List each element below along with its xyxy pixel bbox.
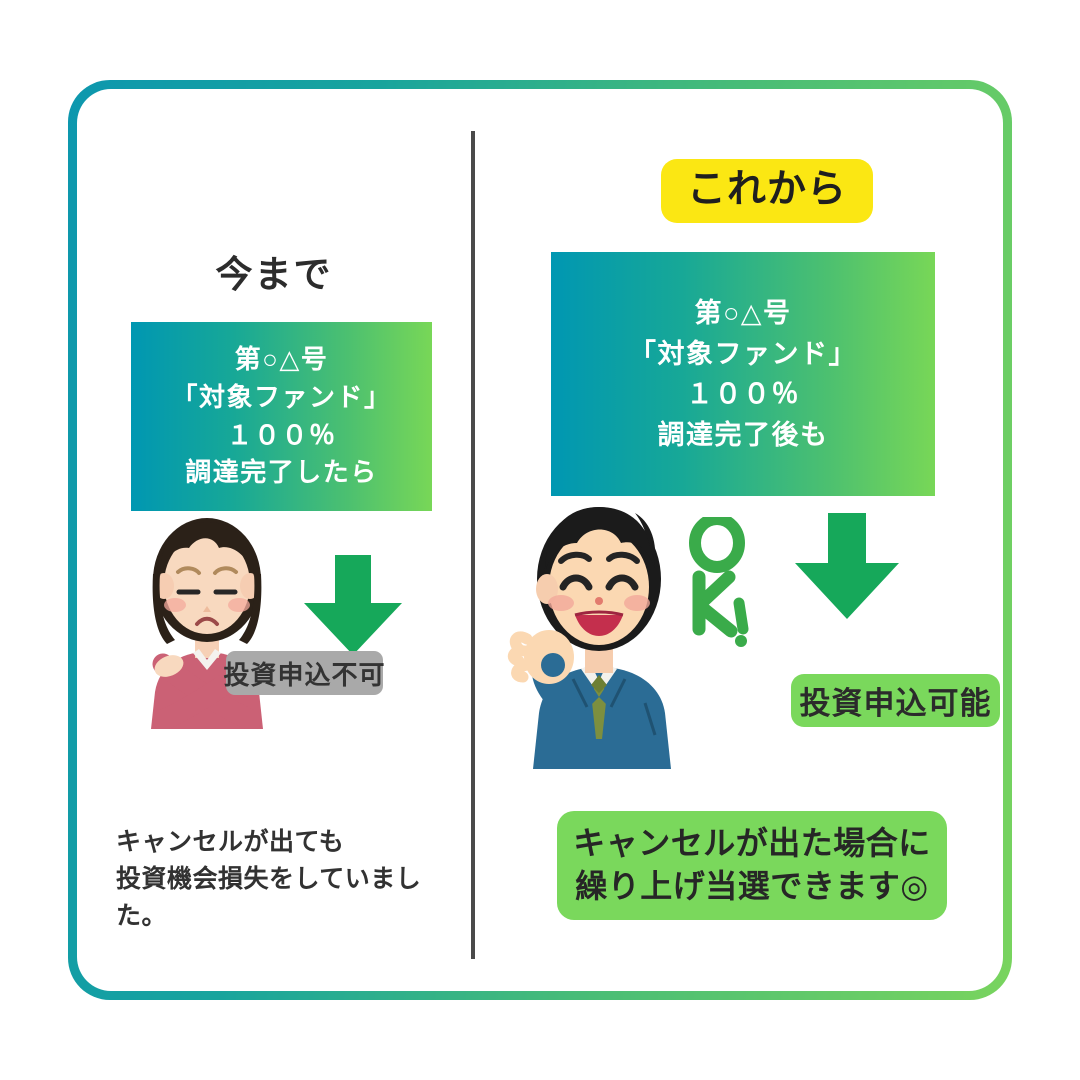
right-info-line-3: １００％ [686, 379, 800, 409]
left-info-box: 第○△号 「対象ファンド」 １００％ 調達完了したら [131, 322, 432, 511]
left-footer-text: キャンセルが出ても 投資機会損失をしていました。 [116, 824, 471, 935]
right-result-badge: 投資申込可能 [791, 674, 1000, 727]
left-result-badge: 投資申込不可 [224, 651, 385, 695]
sad-woman-illustration [127, 514, 287, 731]
frame-inner: 今まで 第○△号 「対象ファンド」 １００％ 調達完了したら [77, 89, 1003, 991]
right-footer-line-1: キャンセルが出た場合に [573, 825, 931, 861]
right-info-line-2: 「対象ファンド」 [629, 338, 857, 369]
right-down-arrow-icon [795, 513, 899, 619]
panel-divider [471, 131, 475, 959]
right-info-line-1: 第○△号 [694, 298, 792, 328]
right-panel-heading: これから [661, 159, 874, 224]
left-info-line-2: 「対象ファンド」 [171, 381, 392, 412]
smiling-businessman-illustration [503, 499, 689, 769]
right-footer-text: キャンセルが出た場合に 繰り上げ当選できます◎ [557, 811, 947, 921]
left-panel-heading: 今まで [215, 254, 333, 295]
ok-text-icon [681, 513, 751, 647]
gradient-frame: 今まで 第○△号 「対象ファンド」 １００％ 調達完了したら [68, 80, 1012, 1000]
right-footer-line-2: 繰り上げ当選できます◎ [575, 867, 929, 904]
left-info-line-3: １００％ [226, 419, 337, 450]
left-footer-line-1: キャンセルが出ても [116, 828, 345, 856]
right-panel: これから 第○△号 「対象ファンド」 １００％ 調達完了後も [475, 89, 1000, 991]
left-info-line-1: 第○△号 [234, 344, 329, 375]
left-info-line-4: 調達完了したら [185, 457, 378, 488]
right-info-box: 第○△号 「対象ファンド」 １００％ 調達完了後も [551, 252, 935, 496]
left-panel: 今まで 第○△号 「対象ファンド」 １００％ 調達完了したら [77, 89, 471, 991]
right-info-line-4: 調達完了後も [657, 419, 829, 450]
left-footer-line-2: 投資機会損失をしていました。 [116, 865, 422, 930]
left-down-arrow-icon [304, 555, 402, 655]
